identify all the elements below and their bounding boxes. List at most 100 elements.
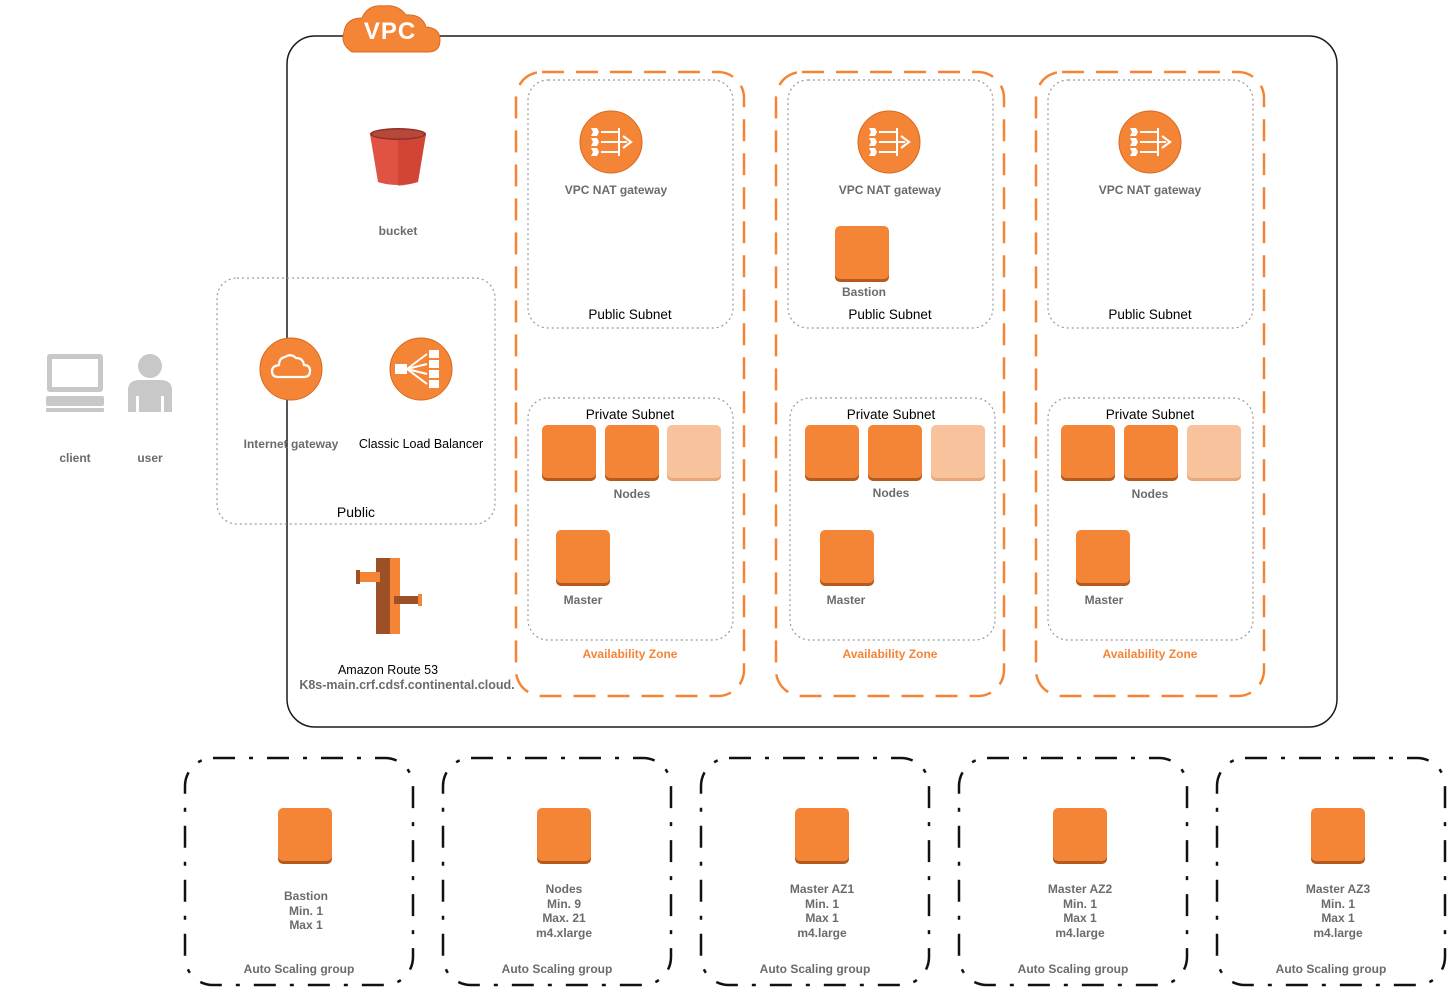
az2-public-subnet-frame [787,79,994,329]
asg5-frame [1215,756,1447,987]
asg3-title: Auto Scaling group [759,962,871,976]
az2-nodes-label: Nodes [872,486,910,500]
asg1-instance[interactable] [278,808,332,861]
asg4-frame [957,756,1189,987]
bucket-icon [370,128,426,186]
internet-gateway-label: Internet gateway [243,437,339,451]
asg4-line-3: Max 1 [1063,911,1097,925]
load-balancer-icon[interactable] [389,337,453,401]
az2-master-label: Master [826,593,866,607]
asg4-title: Auto Scaling group [1017,962,1129,976]
az2-bastion-label: Bastion [841,285,886,299]
nat-gateway-icon[interactable] [579,110,643,174]
asg3-line-1: Master AZ1 [789,882,855,896]
az2-nat-label: VPC NAT gateway [838,183,942,197]
az3-master-label: Master [1084,593,1124,607]
asg5-title: Auto Scaling group [1275,962,1387,976]
az2-public-subnet-title: Public Subnet [848,307,932,322]
az3-node-2[interactable] [1124,425,1178,478]
asg1-line-3: Max 1 [289,918,323,932]
nat-gateway-icon[interactable] [1118,110,1182,174]
az3-public-subnet-frame [1047,79,1254,329]
public-group-frame [216,277,496,525]
az1-private-subnet-frame [527,397,734,641]
client-label: client [59,451,91,465]
nat-gateway-icon[interactable] [857,110,921,174]
az1-private-subnet-title: Private Subnet [585,407,675,422]
asg3-frame [699,756,931,987]
asg3-details: Master AZ1 Min. 1 Max 1 m4.large [762,882,882,940]
bucket-label: bucket [378,224,418,238]
asg5-line-3: Max 1 [1321,911,1355,925]
asg4-line-1: Master AZ2 [1047,882,1113,896]
load-balancer-label: Classic Load Balancer [358,437,484,451]
asg5-details: Master AZ3 Min. 1 Max 1 m4.large [1278,882,1398,940]
az3-node-1[interactable] [1061,425,1115,478]
az2-node-3[interactable] [931,425,985,478]
asg3-instance[interactable] [795,808,849,861]
az3-node-3[interactable] [1187,425,1241,478]
asg5-line-2: Min. 1 [1320,896,1355,911]
asg2-line-4: m4.xlarge [535,925,593,940]
route53-icon[interactable] [354,556,424,636]
asg2-line-3: Max. 21 [542,911,586,925]
asg5-line-1: Master AZ3 [1305,882,1371,896]
asg1-line-1: Bastion [283,889,328,903]
asg2-line-2: Min. 9 [546,896,581,911]
asg3-line-3: Max 1 [805,911,839,925]
internet-gateway-icon[interactable] [259,337,323,401]
az3-public-subnet-title: Public Subnet [1108,307,1192,322]
az1-nat-label: VPC NAT gateway [564,183,668,197]
az2-node-1[interactable] [805,425,859,478]
az2-frame [774,70,1006,698]
az1-frame [514,70,746,698]
az3-frame [1034,70,1266,698]
asg3-line-2: Min. 1 [804,896,839,911]
az1-nodes-label: Nodes [613,487,651,501]
asg2-title: Auto Scaling group [501,962,613,976]
client-computer-icon[interactable] [44,352,106,414]
user-label: user [137,451,163,465]
asg1-frame [183,756,415,987]
az3-private-subnet-title: Private Subnet [1105,407,1195,422]
az2-private-subnet-frame [789,397,996,641]
route53-domain: K8s-main.crf.cdsf.continental.cloud. [299,678,515,692]
az1-master-label: Master [563,593,603,607]
az1-title: Availability Zone [582,647,678,661]
asg1-line-2: Min. 1 [288,903,323,918]
user-icon[interactable] [126,352,174,414]
asg4-line-2: Min. 1 [1062,896,1097,911]
asg1-title: Auto Scaling group [243,962,355,976]
asg2-details: Nodes Min. 9 Max. 21 m4.xlarge [504,882,624,940]
az3-master[interactable] [1076,530,1130,583]
vpc-badge-label: VPC [363,18,417,45]
asg1-details: Bastion Min. 1 Max 1 [246,889,366,933]
az1-public-subnet-title: Public Subnet [588,307,672,322]
az3-title: Availability Zone [1102,647,1198,661]
az1-node-3[interactable] [667,425,721,478]
az1-node-1[interactable] [542,425,596,478]
vpc-cloud-icon [342,5,441,53]
az1-public-subnet-frame [527,79,734,329]
az1-master[interactable] [556,530,610,583]
asg4-instance[interactable] [1053,808,1107,861]
asg2-line-1: Nodes [545,882,583,896]
asg2-instance[interactable] [537,808,591,861]
route53-label: Amazon Route 53 [337,663,439,677]
az3-nat-label: VPC NAT gateway [1098,183,1202,197]
az2-bastion[interactable] [835,226,889,279]
az2-master[interactable] [820,530,874,583]
az2-private-subnet-title: Private Subnet [846,407,936,422]
az3-nodes-label: Nodes [1131,487,1169,501]
az1-node-2[interactable] [605,425,659,478]
asg4-line-4: m4.large [1055,925,1105,940]
public-group-title: Public [336,504,376,520]
asg3-line-4: m4.large [797,925,847,940]
asg2-frame [441,756,673,987]
asg4-details: Master AZ2 Min. 1 Max 1 m4.large [1020,882,1140,940]
asg5-line-4: m4.large [1313,925,1363,940]
az2-node-2[interactable] [868,425,922,478]
az3-private-subnet-frame [1047,397,1254,641]
asg5-instance[interactable] [1311,808,1365,861]
